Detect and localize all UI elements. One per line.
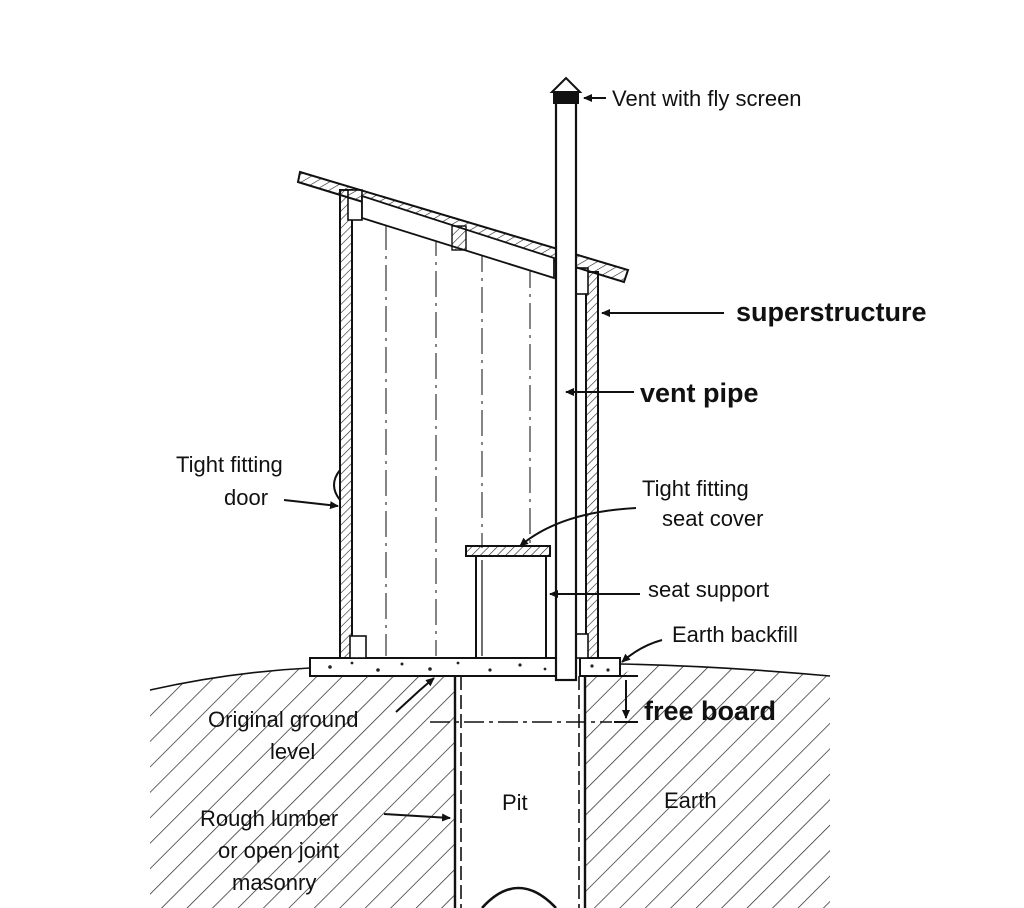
label-seat-cover-line1: Tight fitting [642, 476, 749, 501]
label-lumber-line3: masonry [232, 870, 316, 895]
labels: Vent with fly screen superstructure vent… [176, 86, 927, 895]
ground-arrow [395, 677, 435, 713]
leader-lines [283, 94, 724, 822]
label-free-board: free board [644, 696, 776, 726]
seat [465, 545, 551, 659]
label-lumber-line2: or open joint [218, 838, 339, 863]
backfill-arrow [621, 639, 663, 663]
door-arrow [283, 499, 339, 510]
label-ground-line1: Original ground [208, 707, 358, 732]
label-seat-support: seat support [648, 577, 769, 602]
label-pit: Pit [502, 790, 528, 815]
vent-pipe [549, 76, 583, 682]
interior-lines [385, 224, 531, 656]
label-earth: Earth [664, 788, 717, 813]
earth-right [585, 663, 831, 908]
label-door-line2: door [224, 485, 268, 510]
lumber-arrow [383, 813, 451, 822]
label-lumber-line1: Rough lumber [200, 806, 338, 831]
label-earth-backfill: Earth backfill [672, 622, 798, 647]
label-ground-line2: level [270, 739, 315, 764]
label-vent-pipe: vent pipe [640, 378, 759, 408]
seat-cover-arrow [519, 507, 637, 547]
label-superstructure: superstructure [736, 297, 927, 327]
floor-slab [309, 657, 621, 677]
label-vent-fly-screen: Vent with fly screen [612, 86, 802, 111]
label-door-line1: Tight fitting [176, 452, 283, 477]
roof [296, 170, 630, 284]
earth-left [149, 667, 455, 908]
pit [430, 676, 612, 908]
label-seat-cover-line2: seat cover [662, 506, 764, 531]
